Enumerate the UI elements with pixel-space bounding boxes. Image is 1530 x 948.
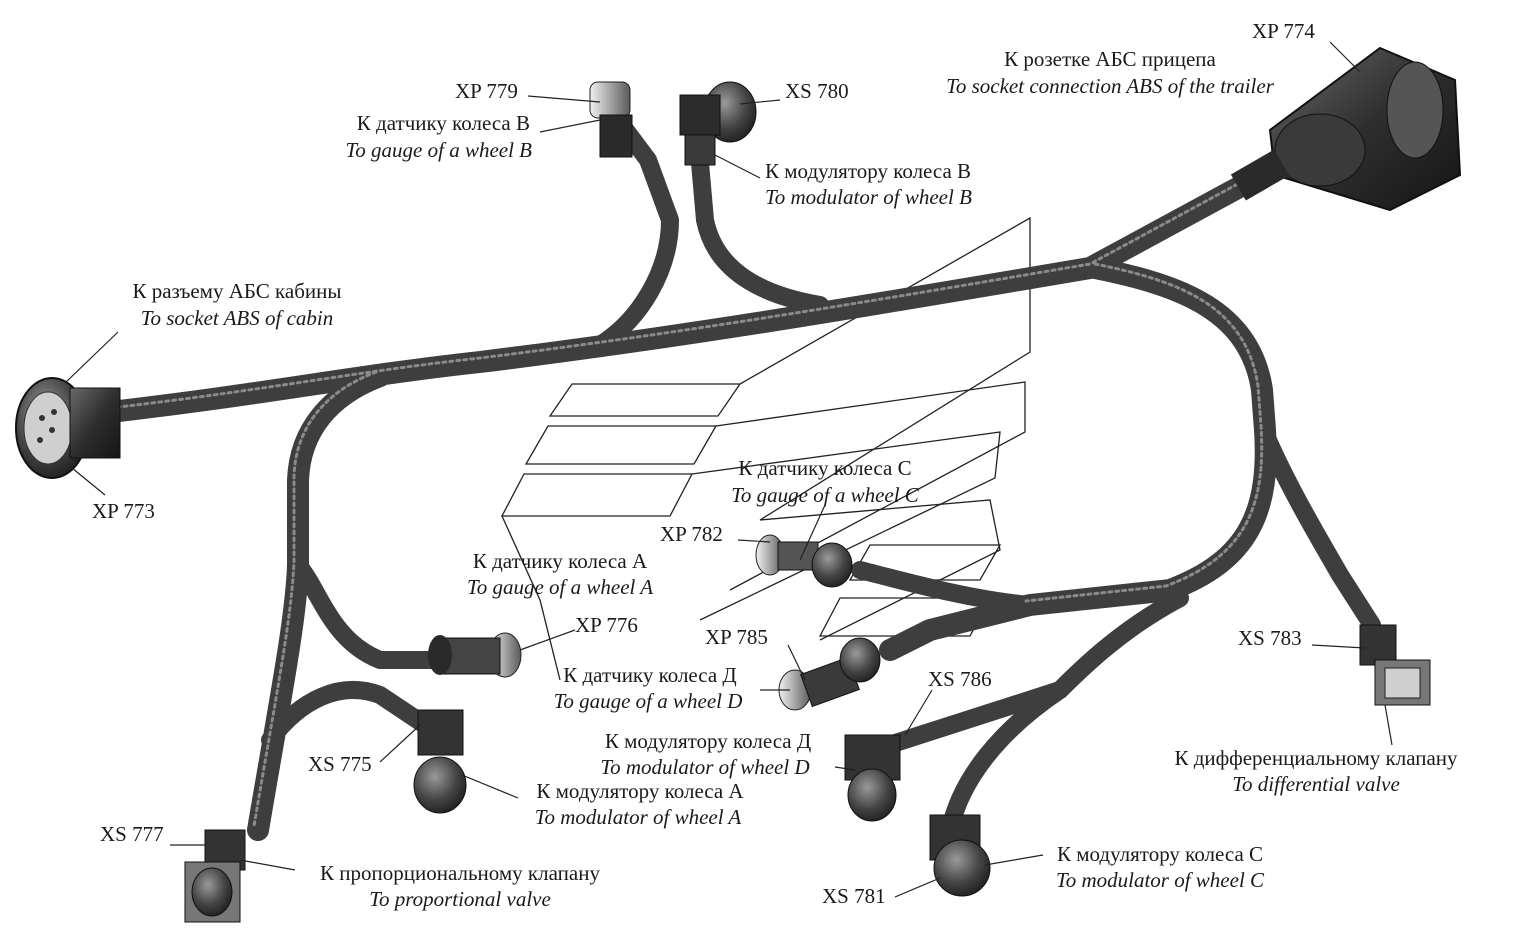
connector-xs781-icon <box>929 814 991 897</box>
label-xp773-code: XP 773 <box>92 499 155 523</box>
label-xs780-ru: К модулятору колеса В <box>765 159 971 183</box>
label-xs783-en: To differential valve <box>1232 772 1400 796</box>
connector-xp785-icon <box>778 637 881 711</box>
label-xs783-ru: К дифференциальному клапану <box>1174 746 1458 770</box>
label-xp776-ru: К датчику колеса А <box>473 549 648 573</box>
label-xp774-ru: К розетке АБС прицепа <box>1004 47 1216 71</box>
label-xp776-en: To gauge of a wheel A <box>467 575 653 599</box>
label-xp773-en: To socket ABS of cabin <box>141 306 334 330</box>
label-xp776: К датчику колеса А To gauge of a wheel A… <box>467 549 653 637</box>
label-xs777-ru: К пропорциональному клапану <box>320 861 600 885</box>
label-xp782-code: XP 782 <box>660 522 723 546</box>
connector-xs786-icon <box>844 734 901 822</box>
label-xp773-ru: К разъему АБС кабины <box>132 279 341 303</box>
leader-lines <box>65 41 1393 898</box>
label-xp779-en: To gauge of a wheel B <box>346 138 533 162</box>
label-xp774-en: To socket connection ABS of the trailer <box>946 74 1275 98</box>
connector-xp782-icon <box>755 534 853 588</box>
label-xs781: К модулятору колеса С To modulator of wh… <box>822 842 1265 908</box>
label-xp774-code: XP 774 <box>1252 19 1315 43</box>
label-xp779: XP 779 К датчику колеса В To gauge of a … <box>346 79 533 162</box>
connector-xs780-icon <box>679 81 757 166</box>
connector-xs775-icon <box>413 709 467 814</box>
label-xp779-ru: К датчику колеса В <box>357 111 530 135</box>
label-xs783-code: XS 783 <box>1238 626 1302 650</box>
label-xp782: К датчику колеса С To gauge of a wheel C… <box>660 456 920 546</box>
label-xs780-en: To modulator of wheel B <box>765 185 972 209</box>
label-xp785-ru: К датчику колеса Д <box>563 663 737 687</box>
label-xs786: XS 786 К модулятору колеса Д To modulato… <box>600 667 991 779</box>
label-xp773: К разъему АБС кабины To socket ABS of ca… <box>92 279 342 523</box>
label-xs786-ru: К модулятору колеса Д <box>605 729 811 753</box>
label-xs775-code: XS 775 <box>308 752 372 776</box>
label-xp785-en: To gauge of a wheel D <box>554 689 743 713</box>
label-xs786-en: To modulator of wheel D <box>600 755 809 779</box>
connector-xp776-icon <box>428 632 522 678</box>
label-xs781-code: XS 781 <box>822 884 886 908</box>
connector-xp773-icon <box>15 377 121 479</box>
label-xs775-ru: К модулятору колеса А <box>536 779 744 803</box>
label-xs781-ru: К модулятору колеса С <box>1057 842 1263 866</box>
label-xs775-en: To modulator of wheel A <box>535 805 742 829</box>
main-cable-trunk <box>99 111 1381 841</box>
label-xs786-code: XS 786 <box>928 667 992 691</box>
label-xp774: XP 774 К розетке АБС прицепа To socket c… <box>946 19 1315 98</box>
label-xp785-code: XP 785 <box>705 625 768 649</box>
label-xp776-code: XP 776 <box>575 613 638 637</box>
label-xs781-en: To modulator of wheel C <box>1056 868 1265 892</box>
connector-xs777-icon <box>184 829 246 923</box>
label-xs783: XS 783 К дифференциальному клапану To di… <box>1174 626 1458 796</box>
connector-xs783-icon <box>1359 624 1431 706</box>
label-xs780-code: XS 780 <box>785 79 849 103</box>
label-xs777-code: XS 777 <box>100 822 164 846</box>
label-xp785: XP 785 К датчику колеса Д To gauge of a … <box>554 625 768 713</box>
label-xp782-ru: К датчику колеса С <box>738 456 911 480</box>
label-xs780: XS 780 К модулятору колеса В To modulato… <box>765 79 972 209</box>
label-xs777: XS 777 К пропорциональному клапану To pr… <box>100 822 600 911</box>
label-xs777-en: To proportional valve <box>369 887 551 911</box>
label-xp779-code: XP 779 <box>455 79 518 103</box>
connector-xp779-icon <box>589 81 633 158</box>
label-xp782-en: To gauge of a wheel C <box>731 483 920 507</box>
connector-xp774-icon <box>1230 46 1462 212</box>
label-xs775: XS 775 К модулятору колеса А To modulato… <box>308 752 744 829</box>
